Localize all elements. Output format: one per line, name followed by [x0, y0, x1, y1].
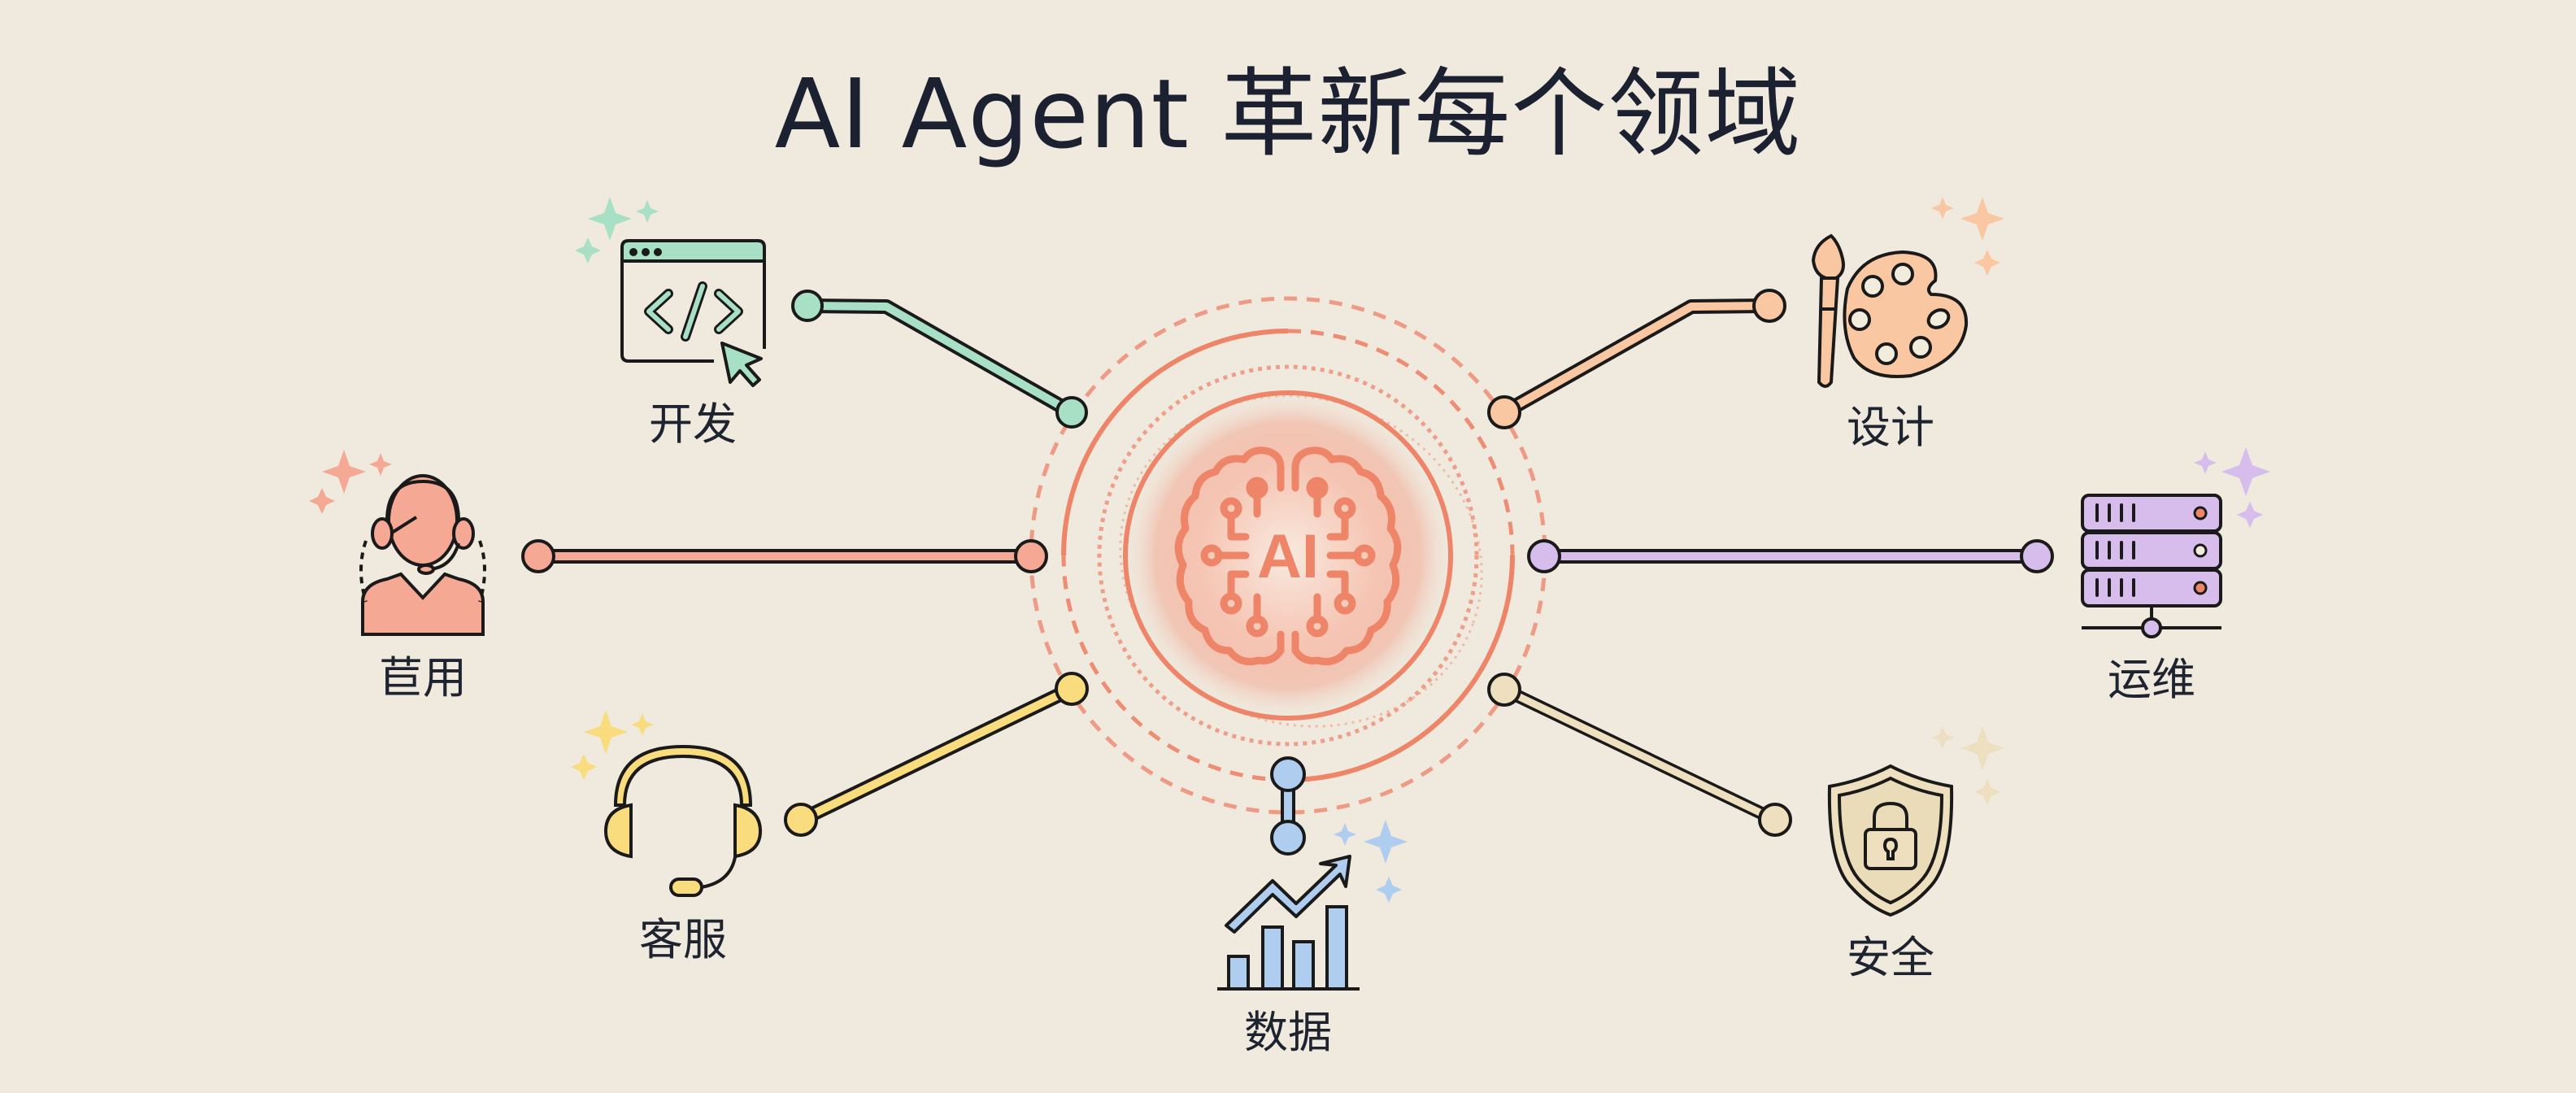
connector-dev	[791, 290, 1088, 429]
sparkle-icon	[309, 450, 392, 514]
domain-label-data: 数据	[1244, 1007, 1332, 1058]
center-ai-text: AI	[1257, 522, 1319, 591]
connector-ops	[1527, 539, 2054, 573]
headset-icon	[603, 744, 763, 897]
domain-label-service: 客服	[639, 914, 727, 965]
server-icon	[2081, 494, 2222, 638]
domain-label-dev: 开发	[649, 398, 737, 450]
palette-icon	[1811, 233, 1969, 388]
sparkle-icon	[575, 197, 659, 263]
connector-design	[1487, 289, 1786, 429]
sparkle-icon	[1931, 726, 2004, 805]
connector-sales	[521, 539, 1048, 573]
sparkle-icon	[1931, 197, 2004, 276]
connector-service	[784, 672, 1089, 837]
sparkle-icon	[1334, 820, 1408, 903]
connector-security	[1487, 673, 1792, 837]
code-window-icon	[620, 239, 766, 387]
domain-label-sales: 苣用	[379, 652, 467, 703]
connector-data	[1270, 756, 1306, 856]
shield-lock-icon	[1827, 764, 1954, 917]
page-title: AI Agent 革新每个领域	[774, 58, 1802, 170]
domain-label-security: 安全	[1847, 932, 1934, 983]
domain-label-design: 设计	[1847, 402, 1934, 453]
sparkle-icon	[2194, 447, 2270, 528]
support-agent-icon	[359, 474, 486, 636]
bar-chart-icon	[1217, 855, 1360, 991]
domain-label-ops: 运维	[2108, 654, 2195, 705]
sparkle-icon	[571, 710, 654, 780]
brain-circuit-icon	[1174, 446, 1402, 665]
